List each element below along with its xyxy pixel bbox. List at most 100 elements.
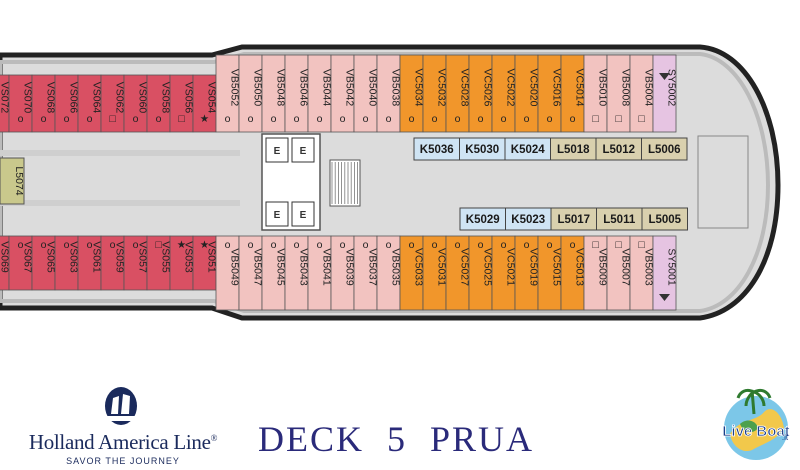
cabin-l5011[interactable]: L5011	[596, 207, 643, 231]
cabin-vb5009[interactable]: VB5009□	[583, 235, 609, 311]
elevator-top-left[interactable]	[265, 137, 289, 163]
cabin-label: VS054	[206, 82, 218, 114]
cabin-label: VS062	[114, 82, 126, 114]
cabin-sy5002[interactable]: SY5002	[652, 54, 678, 133]
partner-logo-suffix: .it	[782, 433, 789, 442]
cabin-k5029[interactable]: K5029	[459, 207, 506, 231]
cabin-vs055[interactable]: VS055□	[146, 235, 172, 291]
cabin-label: VB5041	[321, 248, 333, 286]
cabin-feature-mark: □	[592, 113, 599, 125]
cabin-label: VC5013	[574, 248, 586, 286]
cabin-feature-mark: o	[87, 239, 93, 251]
cabin-feature-mark: o	[363, 239, 369, 251]
cabin-vs056[interactable]: VS056□	[169, 74, 195, 133]
cabin-vb5008[interactable]: VB5008□	[606, 54, 632, 133]
bow-triangle-icon	[659, 73, 670, 80]
holland-america-logo[interactable]: Holland America Line® SAVOR THE JOURNEY	[8, 386, 238, 468]
cabin-label: VB5048	[275, 69, 287, 107]
ship-emblem-icon	[105, 387, 137, 425]
cabin-label: VC5014	[574, 69, 586, 107]
cabin-k5030[interactable]: K5030	[459, 137, 506, 161]
cabin-l5006[interactable]: L5006	[641, 137, 688, 161]
cabin-label: VC5032	[436, 69, 448, 107]
cabin-vs051[interactable]: VS051★	[192, 235, 218, 291]
cabin-feature-mark: o	[156, 113, 162, 125]
cabin-l5074[interactable]: L5074	[0, 157, 25, 205]
liveboat-logo[interactable]: Live Boat .it	[712, 384, 798, 468]
cabin-l5005[interactable]: L5005	[641, 207, 688, 231]
cabin-vb5010[interactable]: VB5010 □	[583, 54, 609, 133]
cabin-feature-mark: o	[133, 239, 139, 251]
cabin-k5023[interactable]: K5023	[505, 207, 552, 231]
cabin-label: VC5021	[505, 248, 517, 286]
cabin-feature-mark: o	[225, 239, 231, 251]
cabin-l5018[interactable]: L5018	[550, 137, 597, 161]
elevator-bottom-left[interactable]	[265, 201, 289, 227]
cabin-label: VB5010	[597, 69, 609, 107]
cabin-feature-mark: □	[592, 239, 599, 251]
cabin-vs062[interactable]: VS062□	[100, 74, 126, 133]
cabin-vs053[interactable]: VS053★	[169, 235, 195, 291]
elevator-top-right[interactable]	[291, 137, 315, 163]
cabin-sy5001[interactable]: SY5001	[652, 235, 678, 311]
cabin-l5017[interactable]: L5017	[550, 207, 597, 231]
cabin-vb5004[interactable]: VB5004□	[629, 54, 655, 133]
elevator-bottom-right[interactable]	[291, 201, 315, 227]
cabin-vs054[interactable]: VS054★	[192, 74, 218, 133]
cabin-k5036[interactable]: K5036	[413, 137, 460, 161]
cabin-feature-mark: o	[524, 239, 530, 251]
brand-name: Holland America Line®	[28, 430, 218, 454]
cabin-vb5003[interactable]: VB5003□	[629, 235, 655, 311]
cabin-vb5007[interactable]: VB5007□	[606, 235, 632, 311]
cabin-k5024[interactable]: K5024	[504, 137, 551, 161]
cabin-l5012[interactable]: L5012	[595, 137, 642, 161]
cabin-label: VS068	[45, 82, 57, 114]
cabin-vc5032[interactable]: VC5032 o	[422, 54, 448, 133]
cabin-feature-mark: o	[432, 113, 438, 125]
cabin-feature-mark: o	[110, 239, 116, 251]
